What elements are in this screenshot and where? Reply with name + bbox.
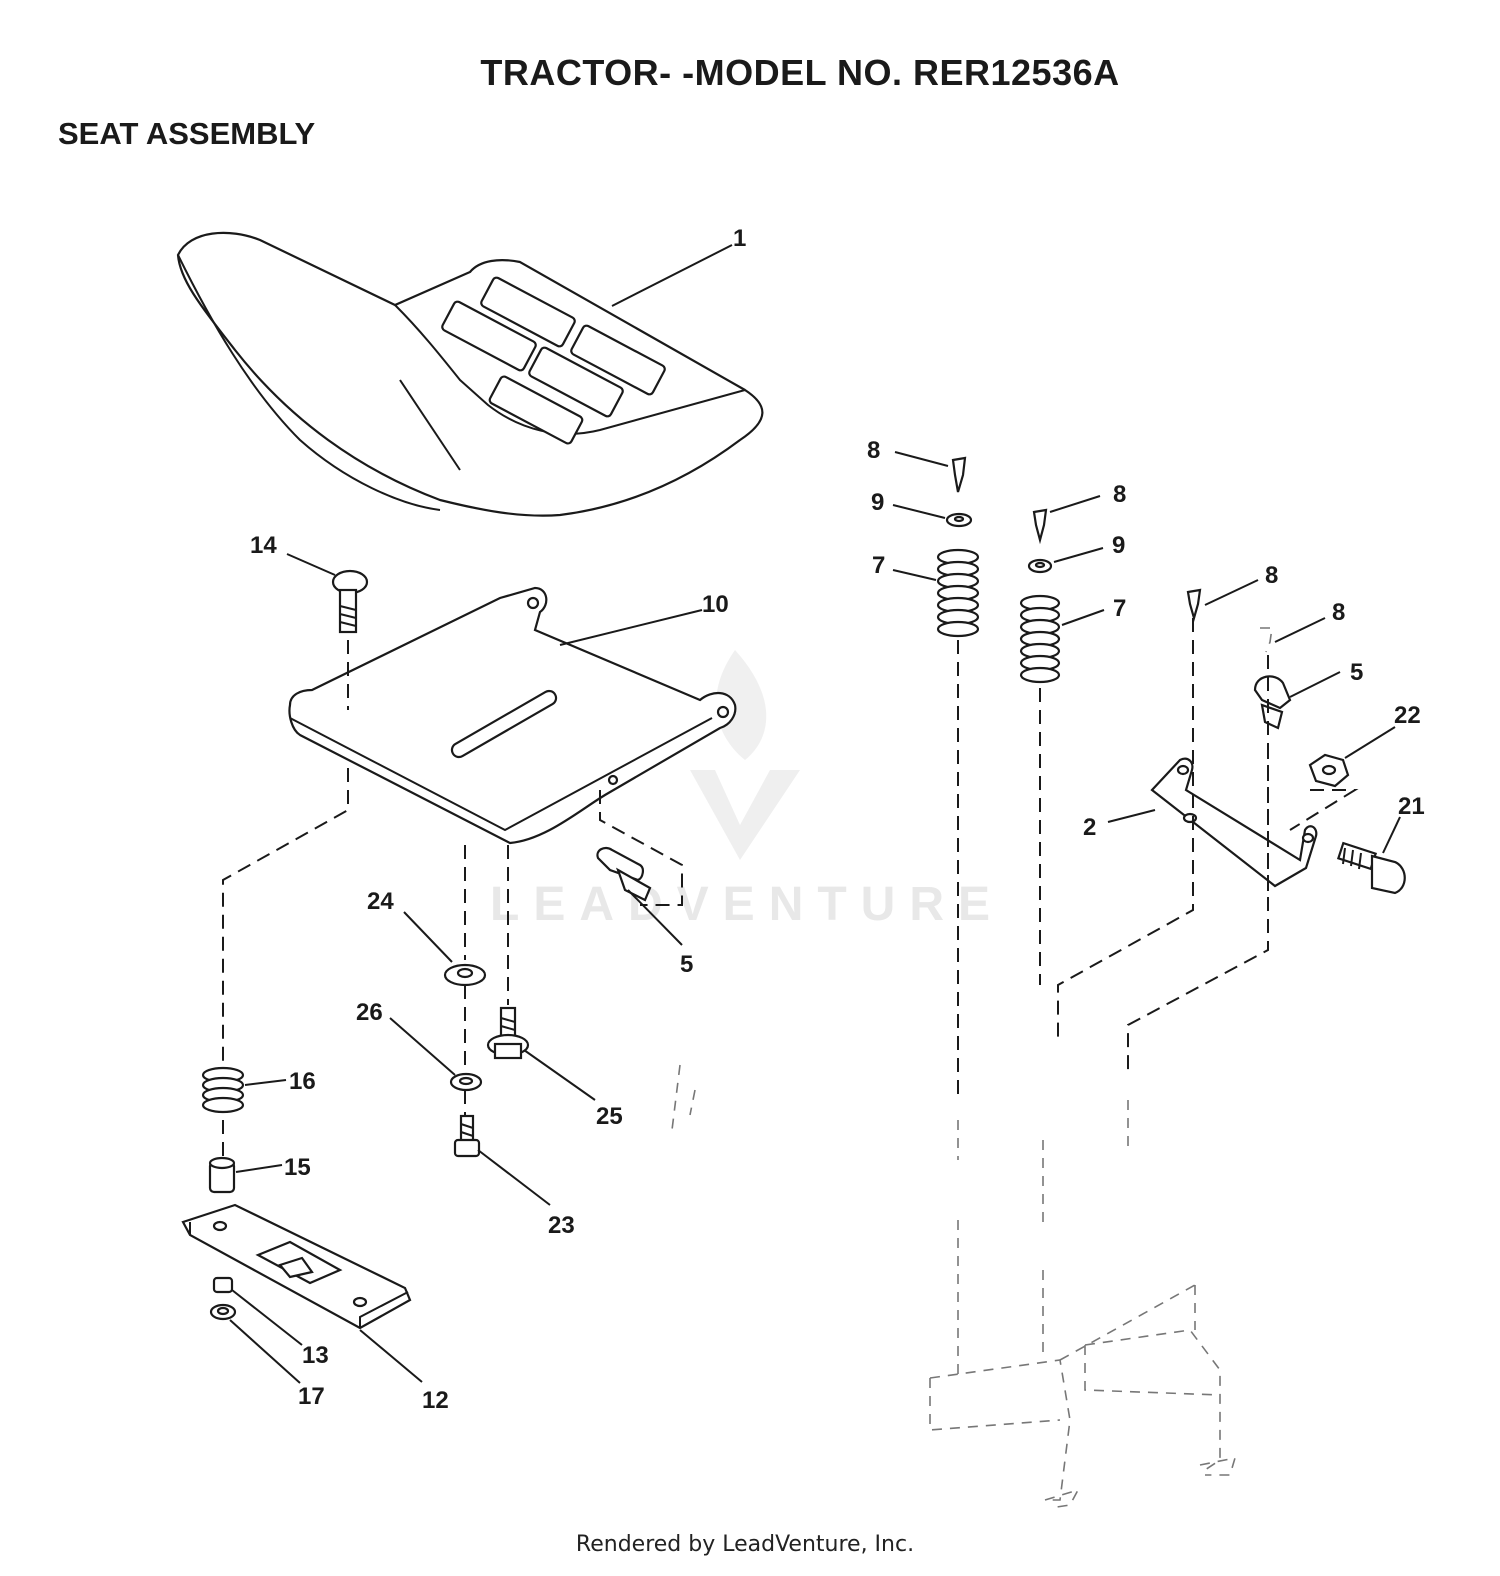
spring-part-16[interactable] [201,1066,287,1114]
pin-part-8b[interactable] [1032,495,1101,545]
washer-part-24[interactable] [403,911,487,987]
callout-12: 12 [422,1387,449,1414]
callout-13: 13 [302,1342,329,1369]
callout-16: 16 [289,1068,316,1095]
tractor-frame-outline [671,1064,1237,1509]
seat-part[interactable] [176,231,764,517]
seat-pan-part[interactable] [288,586,737,845]
washer-part-9a[interactable] [892,504,973,528]
callout-8d: 8 [1332,599,1345,626]
flange-nut-part[interactable] [209,1303,301,1384]
lock-washer-part[interactable] [389,1017,483,1092]
watermark-logo: LEADVENTURE [490,650,1004,931]
callout-2: 2 [1083,814,1096,841]
nut-part-13[interactable] [212,1276,303,1346]
callout-8c: 8 [1265,562,1278,589]
callout-8b: 8 [1113,481,1126,508]
callout-10: 10 [702,591,729,618]
washer-part-9b[interactable] [1027,547,1104,574]
callout-22: 22 [1394,702,1421,729]
pin-part-8a[interactable] [894,451,967,493]
pin-part-8c[interactable] [1186,579,1259,623]
callout-7a: 7 [872,552,885,579]
carriage-bolt-part[interactable] [286,553,369,634]
section-title: SEAT ASSEMBLY [58,116,316,151]
callout-8a: 8 [867,437,880,464]
bracket-part-2[interactable] [1107,757,1318,888]
callout-17: 17 [298,1383,325,1410]
hinge-plate-part[interactable] [181,1203,423,1383]
callout-7b: 7 [1113,595,1126,622]
callout-23: 23 [548,1212,575,1239]
callout-9b: 9 [1112,532,1125,559]
spacer-part[interactable] [208,1156,283,1194]
flange-bolt-part[interactable] [486,1006,596,1101]
callout-5-right: 5 [1350,659,1363,686]
callout-14: 14 [250,532,277,559]
nut-part-22[interactable] [1289,726,1396,831]
footer-credit: Rendered by LeadVenture, Inc. [575,1532,915,1557]
clip-part-left[interactable] [596,846,683,946]
callout-1: 1 [733,225,746,252]
callout-24: 24 [367,888,394,915]
spring-part-7b[interactable] [1019,594,1105,684]
callout-25: 25 [596,1103,623,1130]
pin-part-8d[interactable] [1260,617,1326,653]
spring-part-7a[interactable] [892,548,980,638]
callout-15: 15 [284,1154,311,1181]
hex-bolt-part[interactable] [453,1114,551,1206]
watermark-text: LEADVENTURE [490,878,1004,931]
callout-9a: 9 [871,489,884,516]
callout-26: 26 [356,999,383,1026]
bolt-part-21[interactable] [1336,816,1406,895]
callout-21: 21 [1398,793,1425,820]
callout-5-left: 5 [680,951,693,978]
page-title: TRACTOR- -MODEL NO. RER12536A [480,52,1120,93]
